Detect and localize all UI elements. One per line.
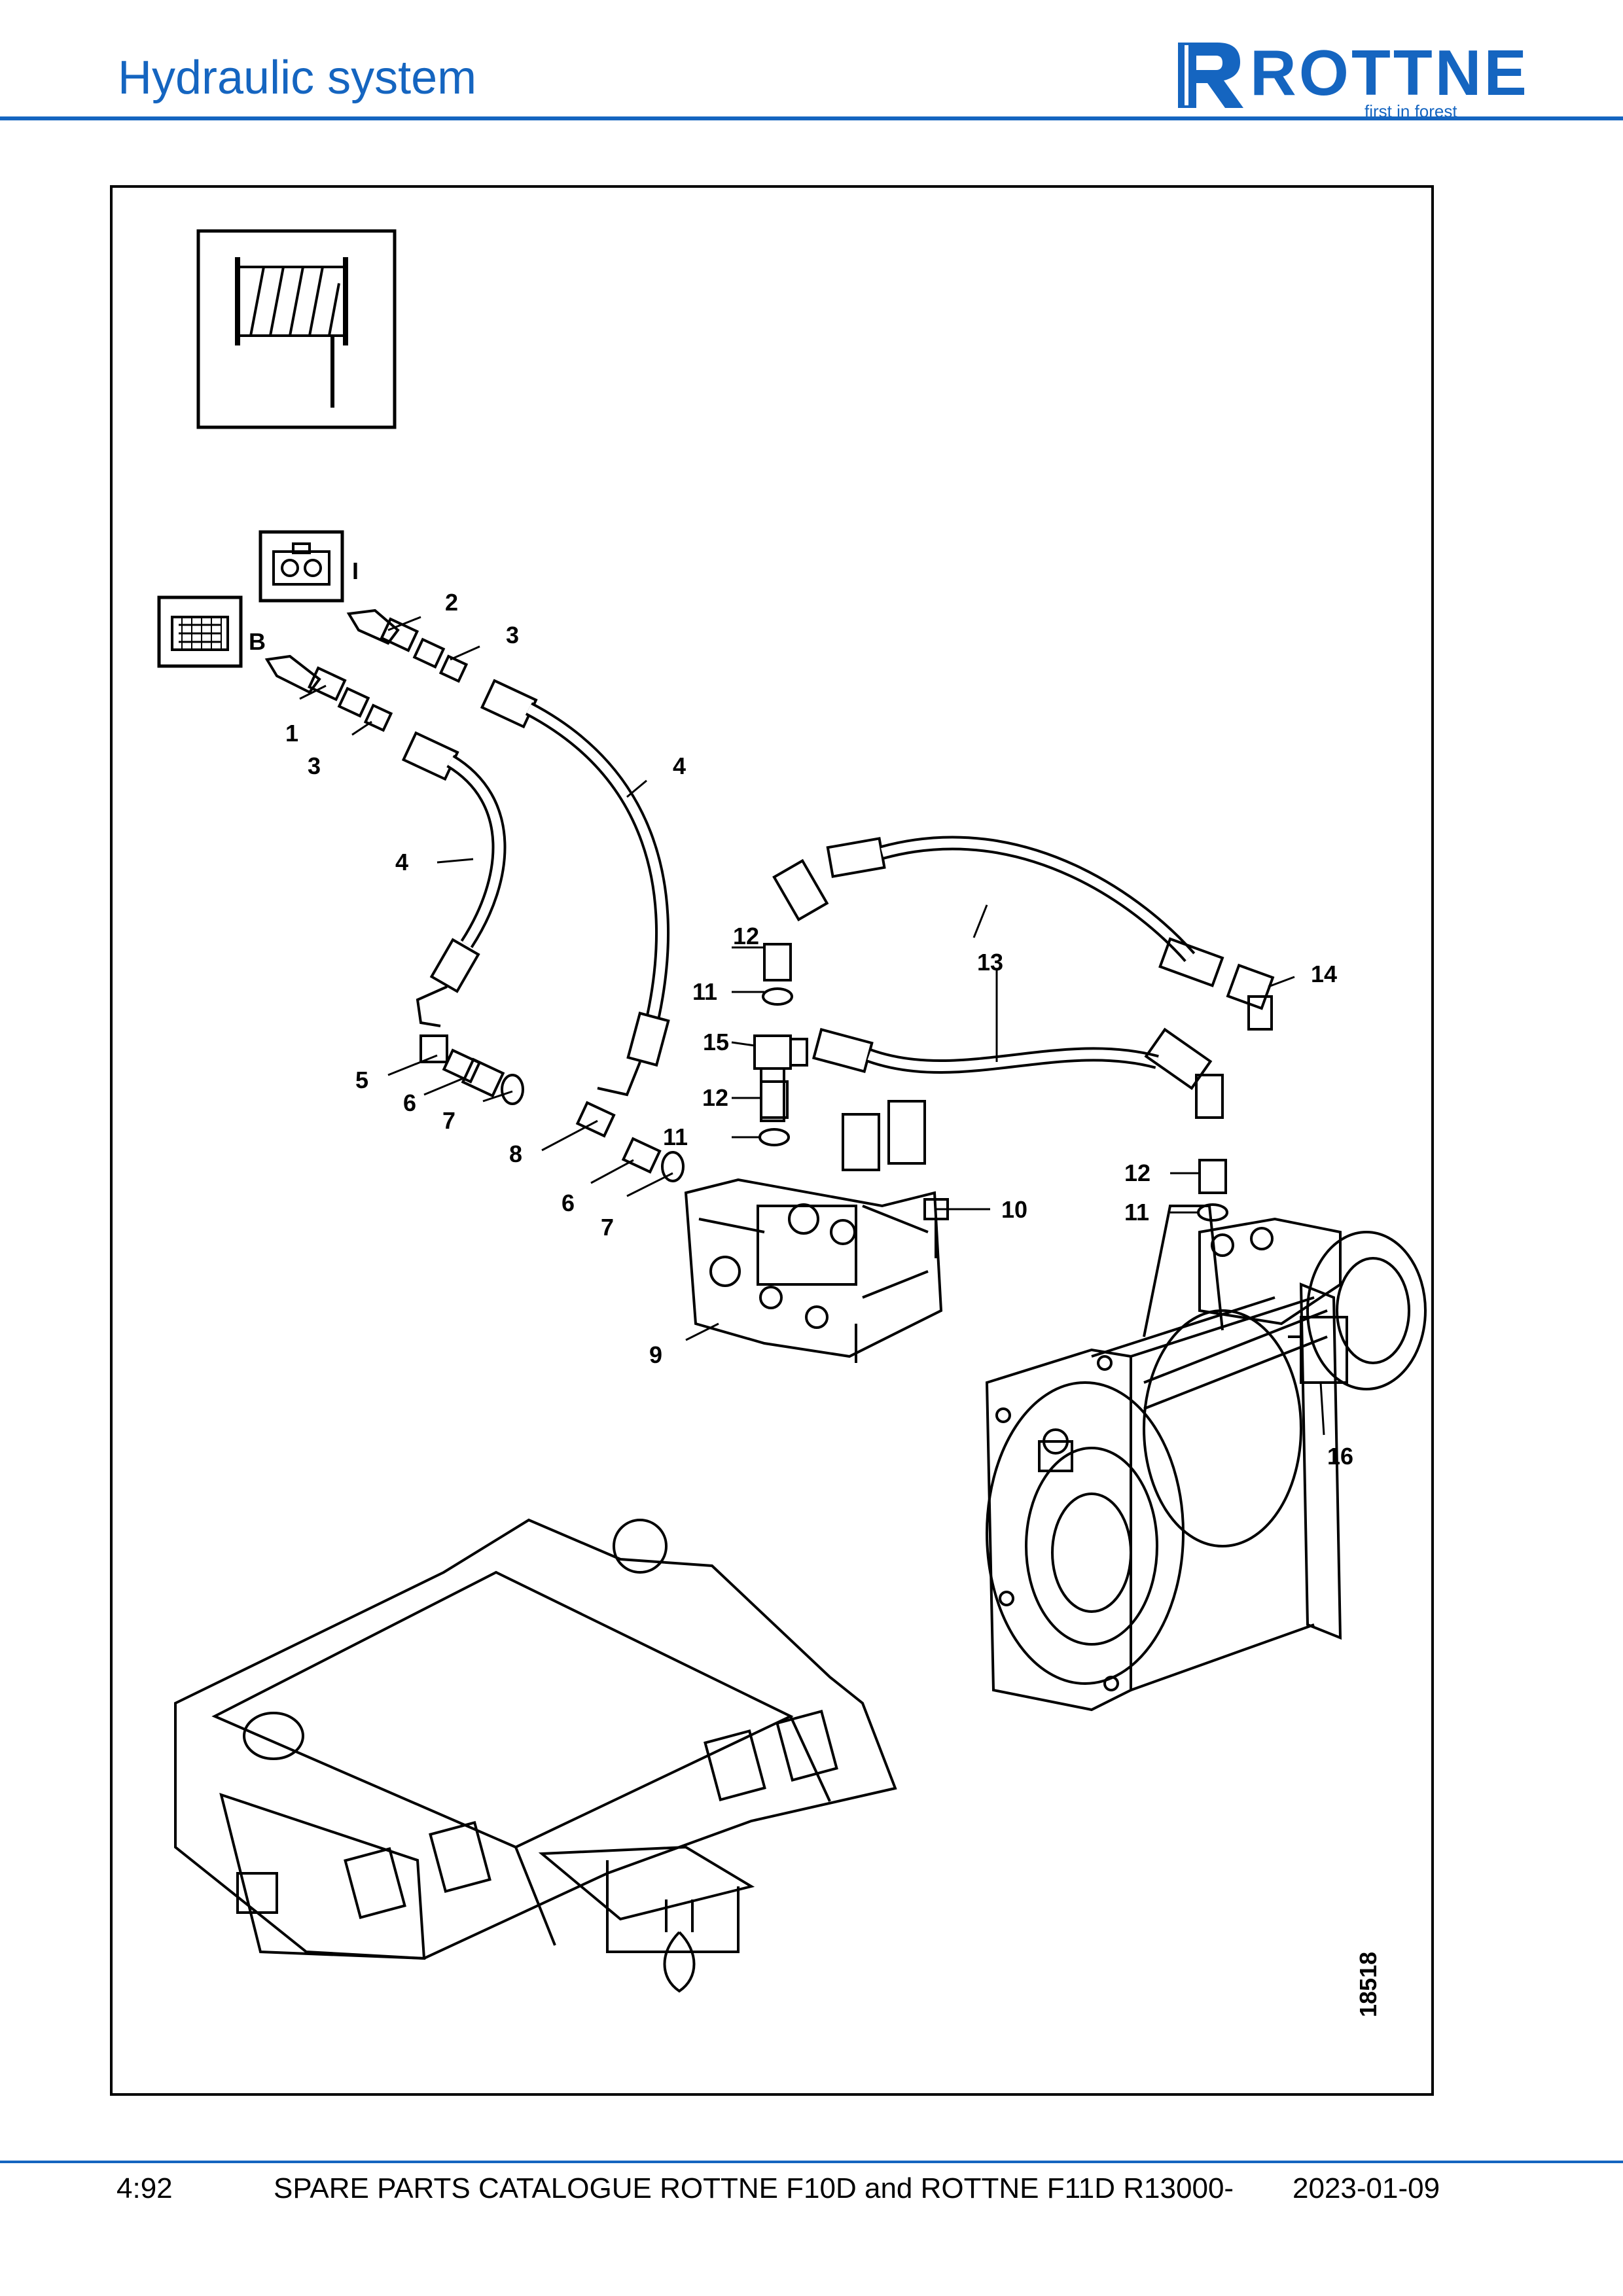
callout-10: 10 (1001, 1196, 1027, 1223)
callout-5: 5 (355, 1067, 368, 1093)
callout-1: 1 (285, 720, 298, 747)
callout-3: 3 (506, 622, 519, 648)
hose-13-top (772, 836, 1224, 987)
callout-6: 6 (403, 1089, 416, 1116)
winch-drum (985, 1205, 1342, 1712)
hose-end-2 (346, 609, 446, 669)
drawing-number: 18518 (1355, 1952, 1382, 2017)
fitting-chain-lower (575, 1101, 685, 1182)
callout-4: 4 (673, 752, 686, 779)
page-number: 4:92 (116, 2172, 173, 2204)
callout-12: 12 (1124, 1159, 1150, 1186)
callout-14: 14 (1311, 961, 1337, 987)
callout-15: 15 (703, 1029, 729, 1055)
hose-13-lower (812, 1027, 1224, 1119)
callout-7: 7 (442, 1107, 455, 1134)
control-valve-block (684, 1100, 943, 1363)
callout-13: 13 (977, 949, 1003, 976)
connector-b-icon (157, 595, 243, 668)
callout-11: 11 (1124, 1199, 1149, 1226)
callout-3: 3 (308, 752, 321, 779)
callout-6: 6 (562, 1190, 575, 1216)
callout-11: 11 (692, 978, 717, 1005)
connector-label-b: B (249, 628, 266, 655)
header-rule (0, 116, 1623, 120)
elbow-fitting-14 (1226, 963, 1275, 1031)
footer-rule (0, 2161, 1623, 2163)
hose-4-left (401, 731, 507, 1027)
logo-wordmark: ROTTNE (1250, 37, 1529, 109)
page-title: Hydraulic system (118, 52, 477, 104)
callout-12: 12 (733, 923, 759, 949)
callout-7: 7 (601, 1214, 614, 1241)
callout-12: 12 (702, 1084, 728, 1111)
connector-i-icon (259, 530, 344, 603)
figure-frame (110, 185, 1434, 2096)
hose-4-right (480, 679, 670, 1097)
callout-11: 11 (663, 1123, 688, 1150)
callout-4: 4 (395, 849, 408, 875)
callout-8: 8 (509, 1140, 522, 1167)
callout-16: 16 (1327, 1443, 1353, 1470)
catalogue-title: SPARE PARTS CATALOGUE ROTTNE F10D and RO… (274, 2172, 1234, 2204)
issue-date: 2023-01-09 (1293, 2172, 1440, 2204)
callout-2: 2 (445, 589, 458, 616)
crane-frame (174, 1518, 897, 1993)
logo-mark-icon (1178, 43, 1243, 108)
connector-label-i: I (352, 557, 359, 584)
winch-symbol-icon (196, 229, 397, 429)
callout-9: 9 (649, 1341, 662, 1368)
exploded-parts-diagram: I B 1 2 3 3 4 4 5 6 6 7 7 8 9 10 11 11 1… (157, 229, 1427, 2017)
fitting-chain-upper (419, 1034, 524, 1105)
hydraulic-motor (1198, 1217, 1427, 1390)
hose-end-1 (264, 654, 370, 718)
rottne-logo: ROTTNE first in forest (1171, 36, 1527, 121)
